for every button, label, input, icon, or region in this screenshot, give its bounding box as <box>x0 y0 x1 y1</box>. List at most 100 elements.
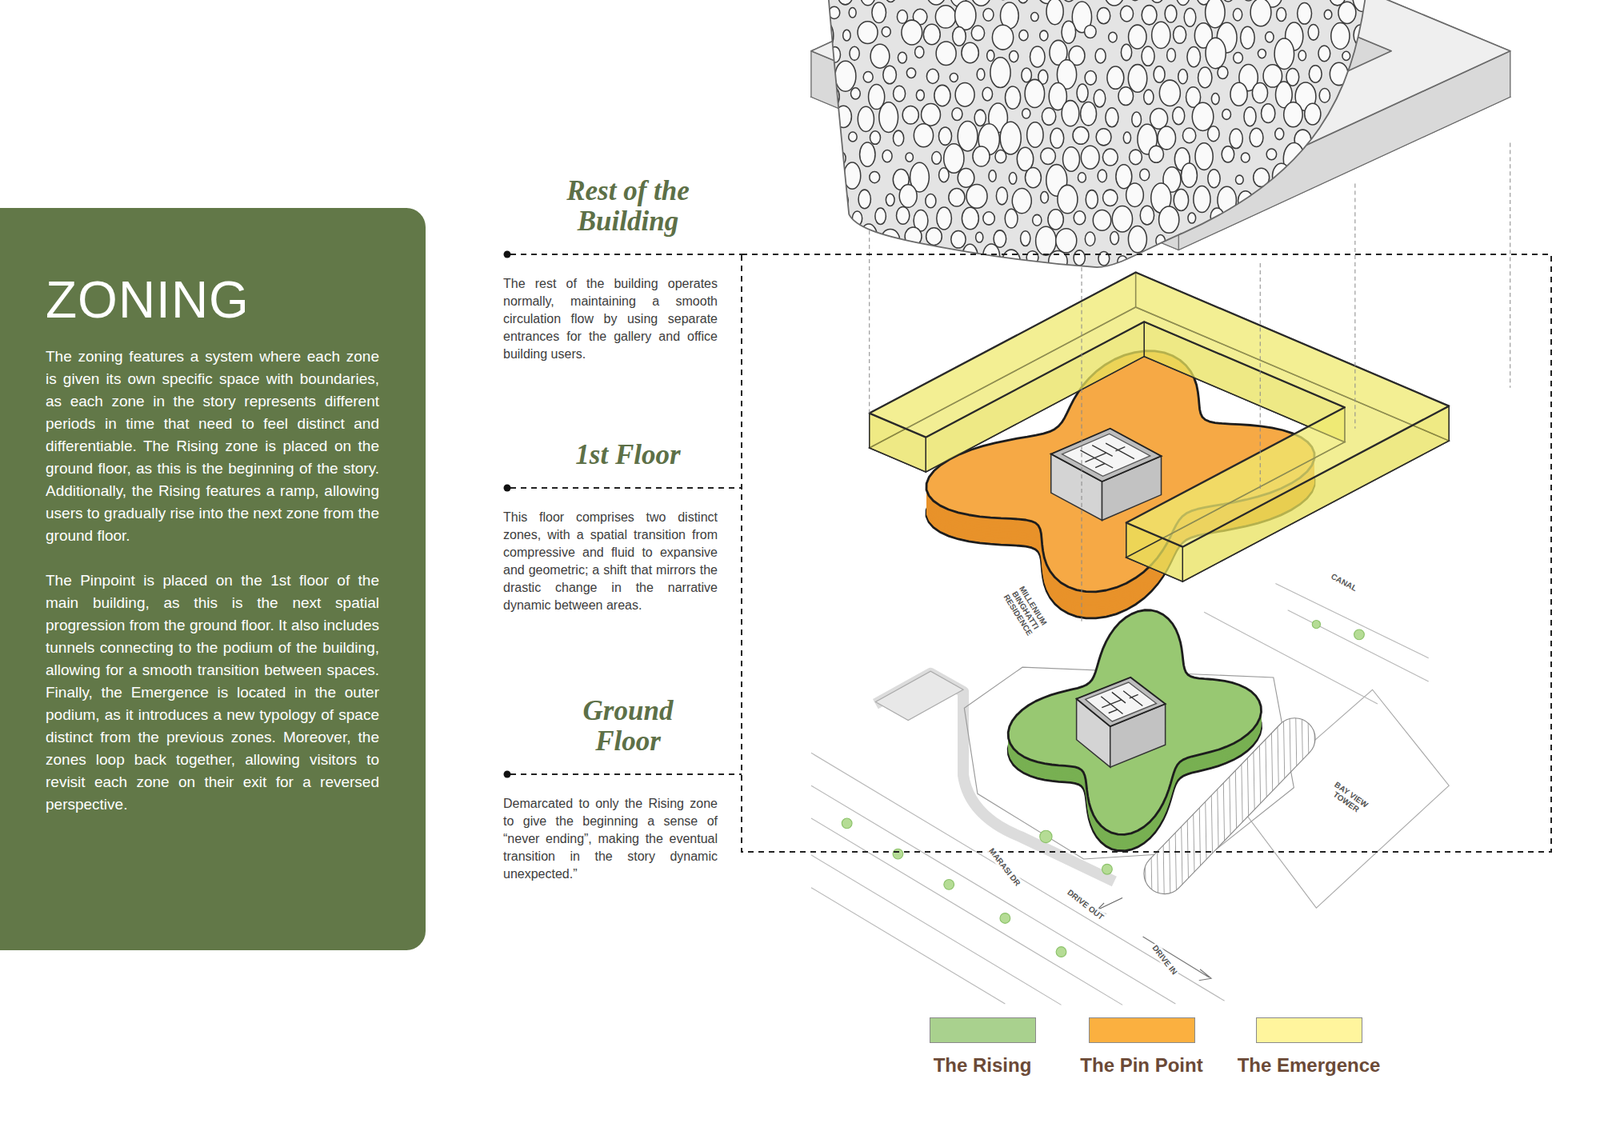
perforation-hole <box>915 46 924 59</box>
perforation-hole <box>885 193 895 206</box>
perforation-hole <box>1368 251 1379 267</box>
decor-shape <box>811 855 1061 1005</box>
perforation-hole <box>1195 143 1213 171</box>
decor-shape <box>1312 620 1320 629</box>
perforation-hole <box>934 84 951 106</box>
perforation-hole <box>1128 64 1147 93</box>
perforation-hole <box>952 27 967 47</box>
decor-shape <box>828 0 1366 268</box>
perforation-hole <box>1063 147 1080 172</box>
perforation-hole <box>1236 175 1244 184</box>
decor-shape <box>1260 263 1261 490</box>
perforation-hole <box>1092 209 1111 231</box>
perforation-hole <box>840 231 851 245</box>
perforation-hole <box>897 52 907 64</box>
decor-shape <box>811 888 1005 1004</box>
perforation-hole <box>848 8 856 18</box>
perforation-hole <box>1181 163 1198 188</box>
perforation-hole <box>1144 89 1154 104</box>
perforation-hole <box>1017 0 1029 4</box>
perforation-hole <box>1205 37 1226 69</box>
perforation-hole <box>1112 205 1132 232</box>
perforation-hole <box>1173 189 1188 212</box>
leader-dot <box>504 771 512 779</box>
perforation-hole <box>1220 232 1232 251</box>
perforation-hole <box>827 209 843 233</box>
perforation-hole <box>1319 88 1330 104</box>
perforation-hole <box>1103 189 1118 206</box>
floor-plan-line <box>1105 443 1135 459</box>
perforation-hole <box>1308 65 1322 83</box>
perforation-hole <box>1364 208 1381 228</box>
perforation-hole <box>1073 211 1086 225</box>
legend-label: The Emergence <box>1237 1054 1381 1077</box>
section-heading: Ground Floor <box>560 696 696 757</box>
perforation-hole <box>932 152 942 165</box>
perforation-hole <box>1173 25 1187 44</box>
perforation-hole <box>1297 3 1312 25</box>
perforation-hole <box>913 124 933 148</box>
perforation-hole <box>1095 48 1106 64</box>
perforation-hole <box>1298 50 1306 61</box>
perforation-hole <box>1145 253 1155 266</box>
perforation-hole <box>1344 128 1356 143</box>
perforation-hole <box>1249 128 1264 147</box>
perforation-hole <box>1354 106 1372 131</box>
section-description: Demarcated to only the Rising zone to gi… <box>503 795 718 884</box>
perforation-hole <box>1024 79 1044 108</box>
perforation-hole <box>938 127 952 145</box>
zone-top <box>1008 610 1261 836</box>
site-label: MARASI DR <box>985 844 1024 890</box>
core-floor <box>1062 433 1151 476</box>
perforation-hole <box>870 44 890 68</box>
perforation-hole <box>1041 108 1056 126</box>
perforation-hole <box>916 89 924 100</box>
perforation-hole <box>983 8 994 22</box>
decor-shape <box>1240 689 1449 908</box>
perforation-hole <box>883 65 897 84</box>
legend-swatch <box>1256 1017 1363 1044</box>
perforation-hole <box>961 207 979 230</box>
perforation-hole <box>1141 46 1155 66</box>
perforation-hole <box>1140 168 1150 181</box>
perforation-hole <box>936 207 952 230</box>
perforation-hole <box>1250 0 1272 27</box>
perforation-hole <box>1361 41 1380 69</box>
floor-plan-line <box>1095 463 1105 468</box>
perforation-hole <box>1178 69 1188 84</box>
zoning-panel: ZONINGThe zoning features a system where… <box>0 208 426 951</box>
perforation-hole <box>1077 172 1086 183</box>
perforation-hole <box>961 42 979 64</box>
perforation-hole <box>972 146 990 167</box>
perforation-hole <box>987 50 995 62</box>
perforation-hole <box>835 60 856 92</box>
perforation-hole <box>1061 20 1076 44</box>
decor-shape <box>510 773 742 776</box>
perforation-hole <box>1259 187 1277 210</box>
perforation-hole <box>1080 102 1097 126</box>
perforation-hole <box>1351 192 1364 208</box>
perforation-hole <box>1331 23 1350 50</box>
projection-lines <box>869 102 1511 625</box>
leader-dot <box>504 484 512 492</box>
perforation-hole <box>1275 128 1284 140</box>
perforation-hole <box>911 244 930 272</box>
perforation-hole <box>1211 93 1220 105</box>
section-description: The rest of the building operates normal… <box>503 275 718 364</box>
perforation-hole <box>1149 0 1164 3</box>
perforation-hole <box>1342 255 1352 269</box>
perforation-hole <box>828 165 840 184</box>
perforation-hole <box>893 85 906 102</box>
decor-shape <box>1081 260 1083 624</box>
perforation-hole <box>1334 233 1342 244</box>
perforation-hole <box>1240 26 1256 49</box>
perforation-hole <box>923 24 940 45</box>
perforation-hole <box>891 248 905 268</box>
perforation-hole <box>1167 48 1176 62</box>
perforation-hole <box>829 46 841 63</box>
decor-shape <box>944 879 955 890</box>
perforation-hole <box>1009 50 1019 62</box>
perforation-hole <box>1104 0 1125 6</box>
perforation-hole <box>1096 128 1112 146</box>
perforation-hole <box>1084 71 1096 86</box>
